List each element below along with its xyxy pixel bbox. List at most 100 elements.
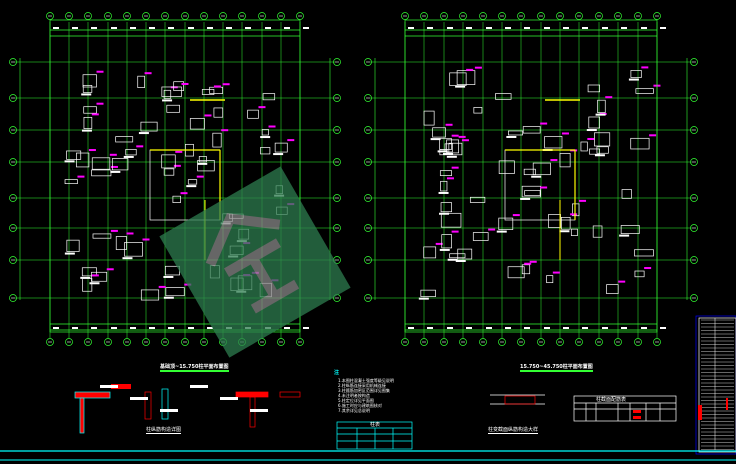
column bbox=[449, 253, 466, 259]
column-label bbox=[175, 150, 183, 153]
schedule-title: 柱截面配筋表 bbox=[596, 397, 627, 403]
column bbox=[441, 234, 452, 249]
column-tag bbox=[455, 85, 466, 88]
axis-bubble bbox=[9, 224, 17, 232]
column bbox=[473, 107, 483, 114]
column-label bbox=[451, 166, 459, 169]
dimension-text bbox=[427, 327, 433, 329]
column-label bbox=[213, 85, 221, 88]
column-tag bbox=[531, 175, 542, 178]
right-plan-title: 15.750~45.750柱平面布置图 bbox=[520, 364, 593, 372]
axis-bubble bbox=[634, 338, 642, 346]
column bbox=[420, 289, 436, 297]
column-label bbox=[142, 238, 150, 241]
dimension-text bbox=[621, 27, 627, 29]
column bbox=[548, 214, 561, 228]
axis-bubble bbox=[537, 338, 545, 346]
column-tag bbox=[594, 154, 605, 157]
column bbox=[521, 185, 541, 198]
column bbox=[247, 109, 259, 119]
dimension-text bbox=[660, 27, 666, 29]
axis-bubble bbox=[595, 338, 603, 346]
title-block bbox=[695, 315, 736, 455]
dimension-text bbox=[149, 327, 155, 329]
column bbox=[274, 142, 288, 153]
column bbox=[197, 160, 215, 172]
dimension-text bbox=[466, 27, 472, 29]
dimension-text bbox=[427, 27, 433, 29]
column bbox=[498, 217, 514, 230]
column bbox=[596, 146, 609, 154]
column-label bbox=[524, 262, 532, 265]
column bbox=[508, 130, 523, 136]
column-tag bbox=[418, 297, 429, 300]
column-tag bbox=[595, 113, 606, 116]
column bbox=[213, 107, 224, 118]
column bbox=[262, 93, 276, 101]
axis-bubble bbox=[479, 12, 487, 20]
dimension-text bbox=[524, 27, 530, 29]
dimension-text bbox=[447, 27, 453, 29]
column-label bbox=[196, 175, 204, 178]
rebar-detail bbox=[161, 388, 169, 420]
column bbox=[172, 195, 181, 203]
axis-bubble bbox=[296, 12, 304, 20]
column bbox=[140, 121, 158, 132]
axis-bubble bbox=[614, 338, 622, 346]
dimension-text bbox=[466, 327, 472, 329]
column bbox=[187, 179, 198, 185]
axis-bubble bbox=[690, 58, 698, 66]
axis-bubble bbox=[364, 194, 372, 202]
axis-bubble bbox=[420, 338, 428, 346]
axis-bubble bbox=[690, 294, 698, 302]
detail-text bbox=[250, 409, 268, 412]
axis-bubble bbox=[65, 338, 73, 346]
axis-bubble bbox=[142, 338, 150, 346]
axis-bubble bbox=[364, 58, 372, 66]
watermark-logo bbox=[159, 166, 351, 358]
column-tag bbox=[520, 197, 531, 200]
column-tag bbox=[447, 258, 458, 261]
detail-text bbox=[100, 385, 118, 388]
column bbox=[82, 74, 97, 88]
column bbox=[559, 153, 571, 168]
column-label bbox=[540, 122, 548, 125]
dimension-text bbox=[130, 27, 136, 29]
dimension-text bbox=[111, 327, 117, 329]
column-tag bbox=[437, 150, 448, 153]
dimension-text bbox=[245, 27, 251, 29]
column bbox=[440, 180, 448, 192]
axis-bubble bbox=[401, 12, 409, 20]
column-label bbox=[649, 134, 657, 137]
column bbox=[544, 136, 563, 149]
axis-bubble bbox=[459, 338, 467, 346]
column bbox=[597, 99, 606, 113]
axis-bubble bbox=[238, 12, 246, 20]
rebar-detail bbox=[279, 391, 301, 398]
column-tag bbox=[439, 248, 450, 251]
note-line: 5.柱定位详见平面图 bbox=[338, 398, 374, 403]
column bbox=[66, 239, 80, 252]
axis-bubble bbox=[690, 94, 698, 102]
column-tag bbox=[586, 129, 597, 132]
note-line: 2.柱纵筋连接采用机械连接 bbox=[338, 383, 386, 388]
column bbox=[630, 137, 650, 150]
column-label bbox=[268, 125, 276, 128]
column bbox=[83, 117, 93, 129]
axis-bubble bbox=[364, 158, 372, 166]
column-tag bbox=[186, 185, 197, 188]
column-label bbox=[552, 271, 560, 274]
dimension-text bbox=[53, 327, 59, 329]
schedule-cell bbox=[633, 410, 641, 413]
dimension-text bbox=[505, 27, 511, 29]
column bbox=[209, 86, 223, 94]
axis-bubble bbox=[181, 338, 189, 346]
column bbox=[449, 72, 467, 86]
axis-bubble bbox=[46, 12, 54, 20]
axis-bubble bbox=[634, 12, 642, 20]
dimension-text bbox=[524, 327, 530, 329]
axis-bubble bbox=[65, 12, 73, 20]
column bbox=[125, 148, 137, 156]
axis-bubble bbox=[9, 294, 17, 302]
